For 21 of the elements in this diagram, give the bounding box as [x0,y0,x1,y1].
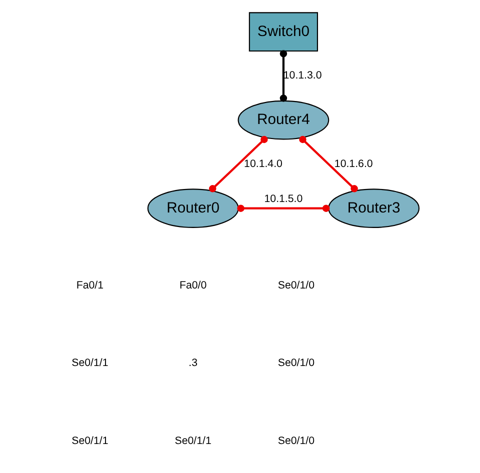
connector [209,136,268,192]
node-ellipse: Router3 [328,188,420,228]
node-ellipse: Router4 [238,100,330,140]
label: Se0/1/0 [278,357,315,370]
edge-label: 10.1.6.0 [334,158,373,170]
connector [237,204,330,212]
label: .3 [188,357,198,370]
edge-label: 10.1.4.0 [244,158,282,170]
edge-label: 10.1.3.0 [283,70,322,82]
label: Se0/1/1 [72,434,108,447]
connector [299,136,358,192]
node-ellipse: Router0 [147,188,239,228]
label: Se0/1/1 [72,357,108,370]
label: Se0/1/0 [278,434,315,447]
edge-label: 10.1.5.0 [264,192,303,205]
label: Se0/1/0 [278,280,315,292]
node-box: Switch0 [248,12,318,52]
label: Se0/1/1 [174,434,212,447]
connector [280,50,288,102]
label: Fa0/0 [180,280,207,292]
label: Fa0/1 [76,280,104,292]
